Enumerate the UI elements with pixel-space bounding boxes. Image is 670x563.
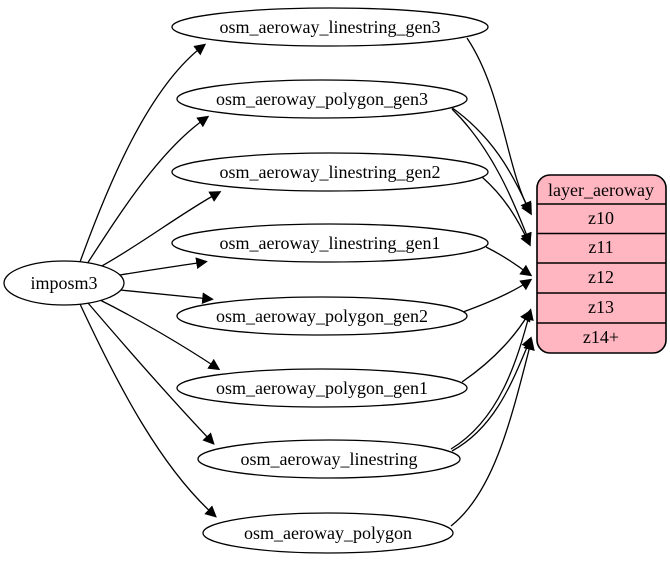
edge-imposm3-linestring-gen3 bbox=[79, 43, 207, 263]
table-node-label: osm_aeroway_polygon_gen1 bbox=[216, 378, 428, 398]
edge-linestring-z14 bbox=[451, 336, 533, 452]
edge-polygon-gen3-z10 bbox=[450, 106, 532, 214]
edges-to-layer bbox=[450, 37, 535, 527]
table-node-ellipse bbox=[176, 79, 468, 119]
edge-imposm3-linestring-gen1 bbox=[119, 257, 208, 276]
layer-record-title: layer_aeroway bbox=[548, 180, 654, 200]
layer-record-row-z14: z14+ bbox=[583, 327, 619, 347]
table-node-linestring-gen3: osm_aeroway_linestring_gen3 bbox=[171, 7, 489, 47]
edge-linestring-gen1-z12 bbox=[485, 246, 533, 277]
layer-record-outline bbox=[536, 174, 667, 354]
edge-linestring-z13 bbox=[450, 308, 534, 450]
edge-polygon-gen3-z11 bbox=[451, 108, 532, 245]
table-node-polygon-gen2: osm_aeroway_polygon_gen2 bbox=[176, 296, 468, 336]
table-node-ellipse bbox=[202, 512, 454, 554]
layer-record-row-z11: z11 bbox=[588, 237, 613, 257]
table-node-label: osm_aeroway_linestring_gen1 bbox=[220, 233, 441, 253]
table-node-polygon: osm_aeroway_polygon bbox=[202, 512, 454, 554]
edge-imposm3-polygon bbox=[79, 303, 217, 518]
edge-imposm3-linestring bbox=[87, 302, 215, 445]
table-node-label: osm_aeroway_linestring bbox=[241, 449, 418, 469]
table-node-linestring-gen2: osm_aeroway_linestring_gen2 bbox=[171, 152, 489, 192]
layer-record-row-z10: z10 bbox=[588, 208, 614, 228]
edge-polygon-gen1-z13 bbox=[461, 309, 531, 383]
table-nodes: osm_aeroway_linestring_gen3 osm_aeroway_… bbox=[171, 7, 489, 554]
source-node-imposm3: imposm3 bbox=[3, 260, 125, 306]
table-node-ellipse bbox=[197, 439, 461, 479]
table-node-polygon-gen3: osm_aeroway_polygon_gen3 bbox=[176, 79, 468, 119]
table-node-label: osm_aeroway_linestring_gen3 bbox=[220, 17, 441, 37]
table-node-ellipse bbox=[171, 152, 489, 192]
edge-imposm3-polygon-gen1 bbox=[99, 299, 221, 371]
table-node-label: osm_aeroway_polygon bbox=[244, 523, 412, 543]
edge-polygon-z14 bbox=[450, 338, 535, 527]
table-node-label: osm_aeroway_polygon_gen2 bbox=[216, 306, 428, 326]
table-node-ellipse bbox=[171, 7, 489, 47]
edge-linestring-gen3-z10 bbox=[466, 37, 532, 216]
layer-record-row-z13: z13 bbox=[588, 297, 614, 317]
layer-record-node: layer_aeroway z10 z11 z12 z13 z14+ bbox=[536, 174, 667, 354]
layer-record-row-z12: z12 bbox=[588, 267, 614, 287]
table-node-linestring: osm_aeroway_linestring bbox=[197, 439, 461, 479]
table-node-polygon-gen1: osm_aeroway_polygon_gen1 bbox=[176, 368, 468, 408]
edge-imposm3-polygon-gen2 bbox=[119, 289, 214, 305]
edge-polygon-gen2-z12 bbox=[462, 278, 533, 313]
table-node-ellipse bbox=[171, 223, 489, 263]
edge-linestring-gen2-z11 bbox=[481, 176, 531, 247]
edges-from-source bbox=[79, 43, 222, 518]
edge-imposm3-linestring-gen2 bbox=[99, 191, 222, 268]
table-node-ellipse bbox=[176, 368, 468, 408]
table-node-label: osm_aeroway_polygon_gen3 bbox=[216, 89, 428, 109]
table-node-label: osm_aeroway_linestring_gen2 bbox=[220, 162, 441, 182]
source-node-label: imposm3 bbox=[30, 273, 97, 293]
source-node-ellipse bbox=[3, 260, 125, 306]
table-node-ellipse bbox=[176, 296, 468, 336]
table-node-linestring-gen1: osm_aeroway_linestring_gen1 bbox=[171, 223, 489, 263]
edge-imposm3-polygon-gen3 bbox=[86, 115, 210, 265]
